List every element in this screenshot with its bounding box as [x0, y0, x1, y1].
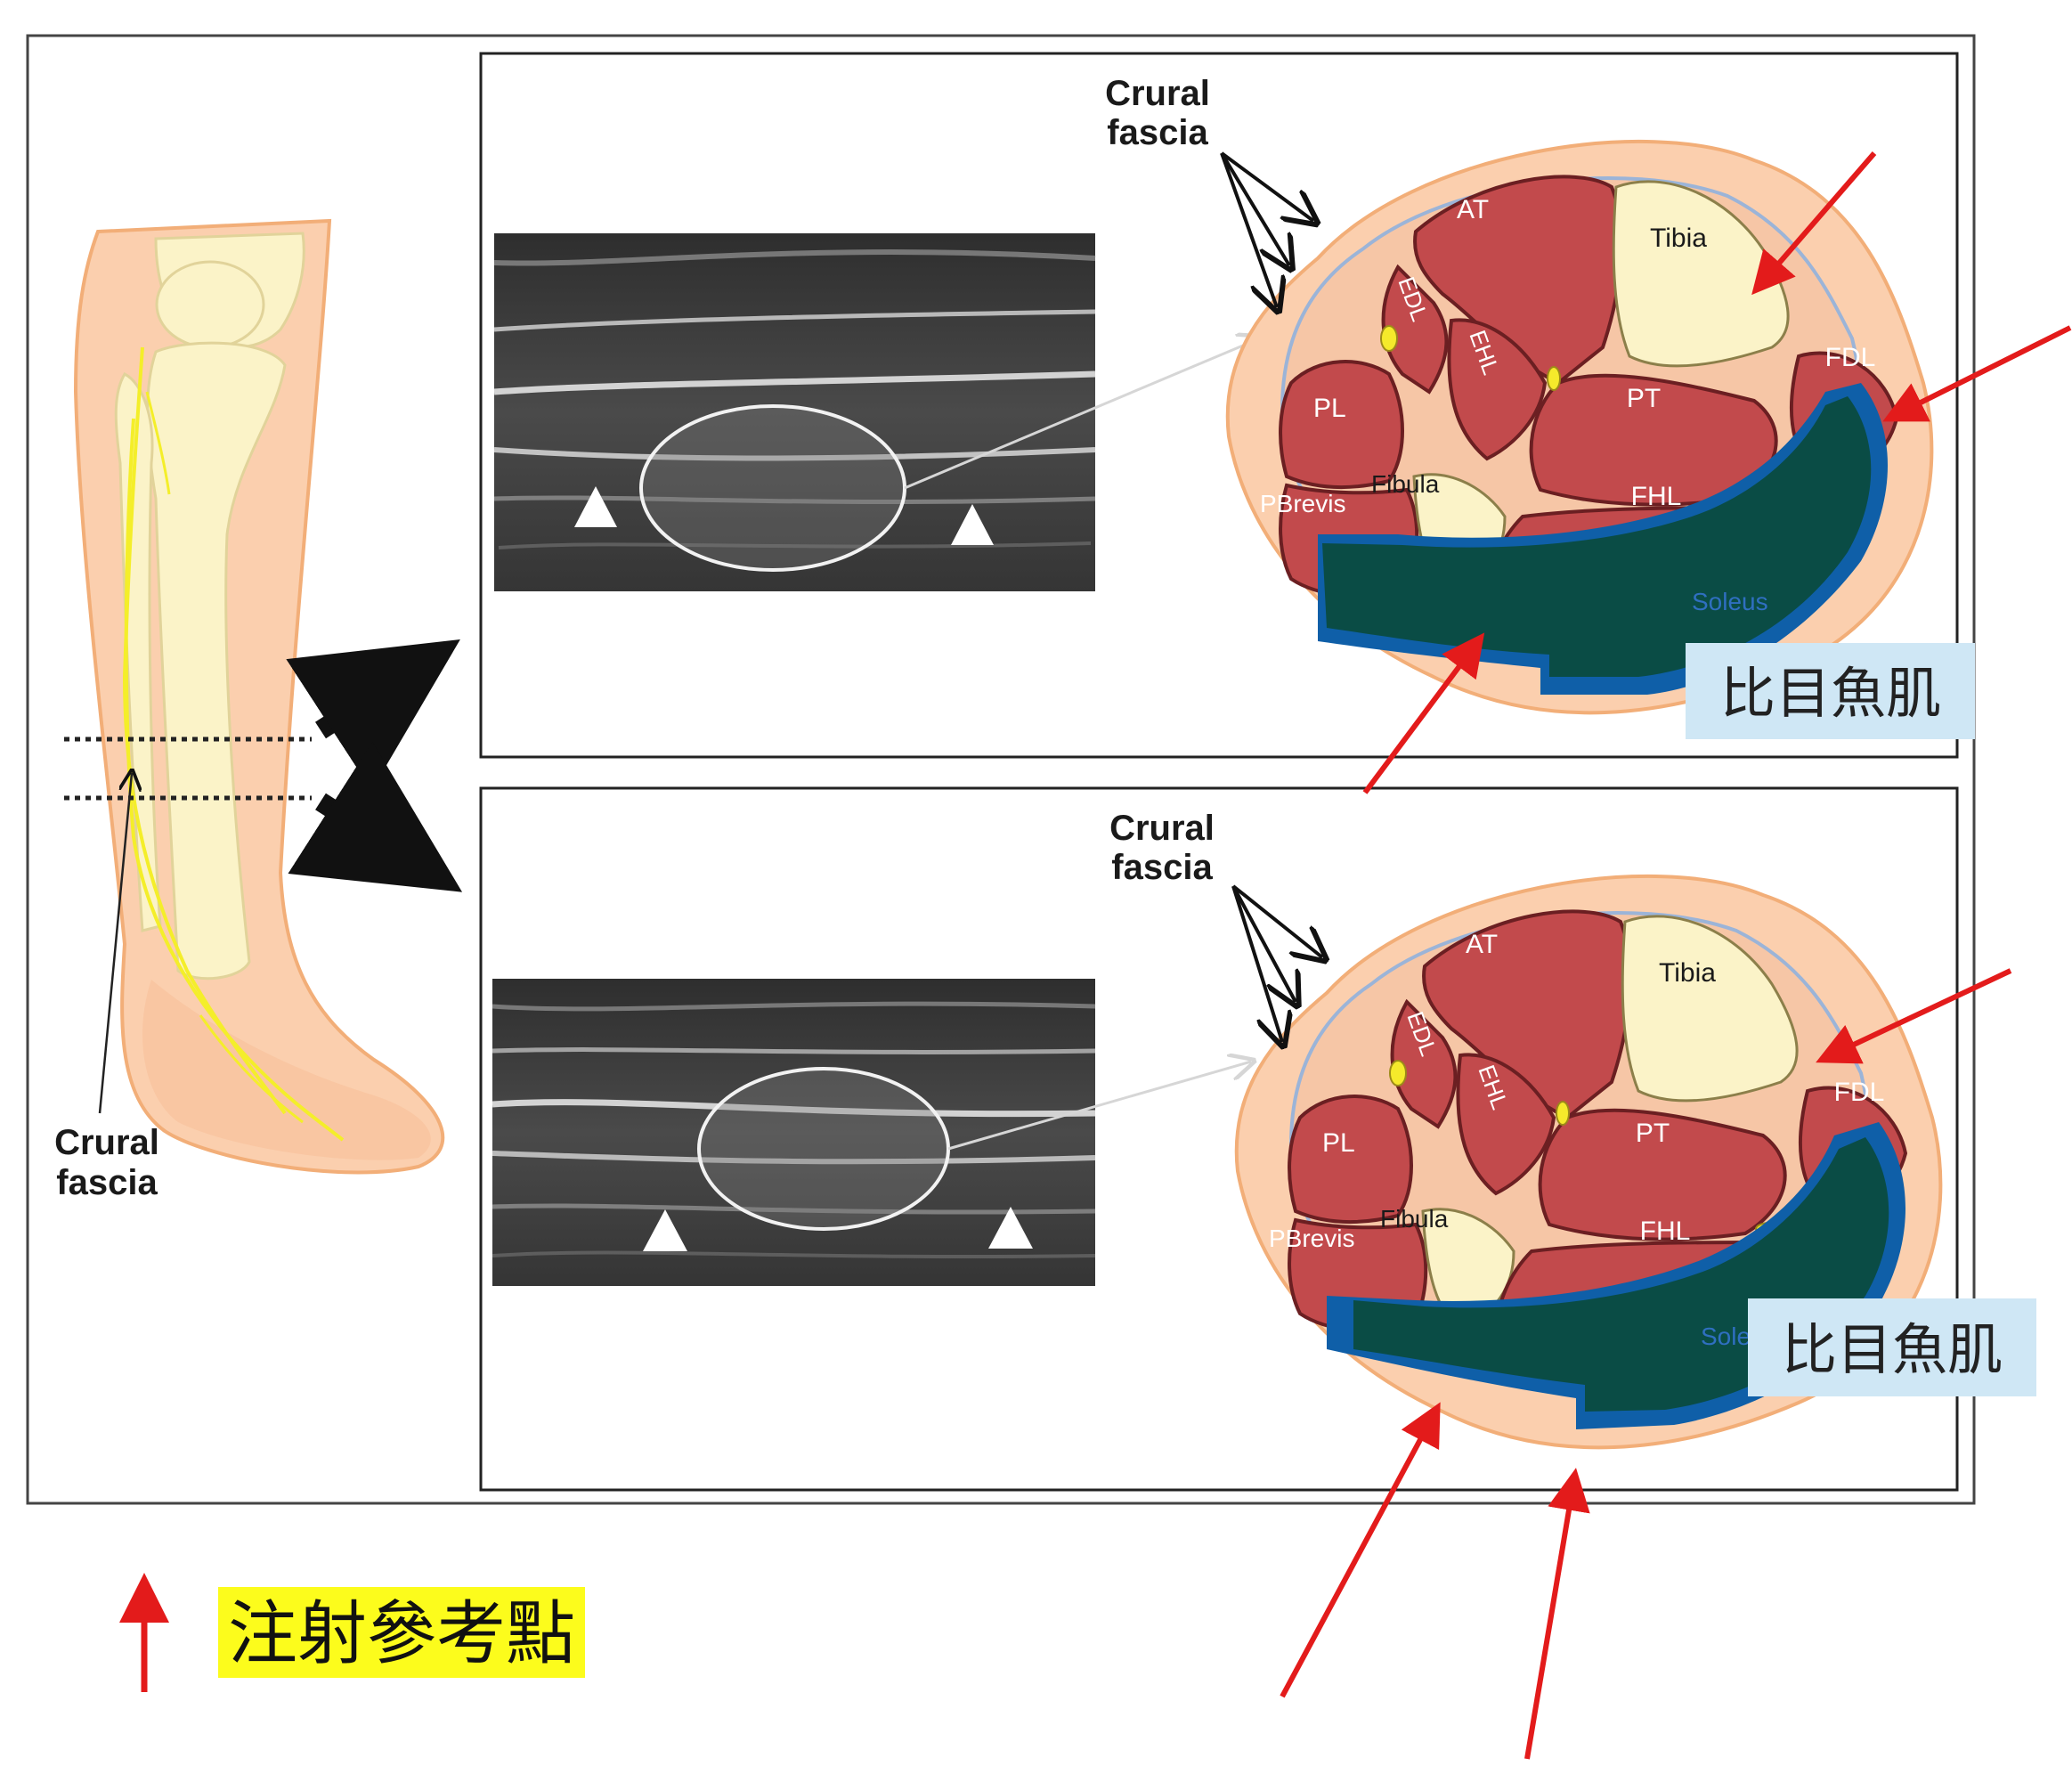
- muscle-fdl: FDL: [1825, 343, 1876, 372]
- leg-fascia-label-line1: Crural: [54, 1123, 159, 1162]
- muscle-fhl-lower: FHL: [1640, 1217, 1691, 1246]
- muscle-fdl-lower: FDL: [1834, 1078, 1885, 1107]
- legend-injection-reference: 注射參考點: [228, 1594, 575, 1674]
- triangle-marker-left: [574, 486, 617, 527]
- muscle-pt-lower: PT: [1636, 1119, 1670, 1148]
- upper-fascia-label-line1: Crural: [1105, 74, 1210, 113]
- ultrasound-image-upper: [493, 233, 1096, 591]
- soleus-zh-box-upper: [1686, 643, 1975, 739]
- muscle-at: AT: [1457, 195, 1489, 224]
- outer-frame: [26, 34, 1976, 1505]
- red-arrow-4: [1816, 968, 2012, 1064]
- muscle-pl: PL: [1313, 394, 1346, 423]
- red-arrow-6: [1524, 1468, 1590, 1760]
- muscle-at-lower: AT: [1466, 930, 1498, 959]
- leg-illustration: Crural fascia: [54, 218, 445, 1202]
- triangle-marker-left-lower: [643, 1209, 687, 1251]
- bone-tibia-lower: Tibia: [1659, 958, 1716, 988]
- arrow-to-lower-panel: [288, 741, 463, 892]
- muscle-pbrevis: PBrevis: [1260, 490, 1345, 517]
- muscle-pt: PT: [1627, 384, 1661, 413]
- injection-arrows: [1280, 151, 2072, 1760]
- soleus-label: Soleus: [1692, 588, 1768, 615]
- legend: 注射參考點: [119, 1573, 585, 1692]
- lower-fascia-label-line1: Crural: [1109, 809, 1215, 848]
- legend-highlight: [218, 1587, 585, 1678]
- red-arrow-1: [1751, 151, 1877, 296]
- triangle-marker-right-lower: [988, 1207, 1033, 1249]
- upper-panel: Soleus AT Tibia EDL EHL FDL PL PT PBrevi…: [479, 52, 1975, 759]
- upper-fascia-label-line2: fascia: [1107, 113, 1208, 152]
- muscle-pl-lower: PL: [1322, 1128, 1355, 1158]
- lower-panel: Soleus AT Tibia EDL EHL FDL PL PT PBrevi…: [479, 786, 2036, 1492]
- bone-tibia: Tibia: [1650, 224, 1707, 253]
- red-arrow-5: [1280, 1402, 1441, 1698]
- cross-section-upper: Soleus AT Tibia EDL EHL FDL PL PT PBrevi…: [1225, 139, 1934, 715]
- arrow-to-upper-panel: [286, 639, 460, 791]
- bone-fibula-lower: Fibula: [1380, 1205, 1449, 1233]
- leg-fascia-label-line2: fascia: [56, 1163, 158, 1202]
- soleus-zh-box-lower: [1748, 1298, 2036, 1396]
- ultrasound-image-lower: [492, 979, 1096, 1286]
- red-arrow-2: [1882, 325, 2072, 422]
- red-arrow-3: [1362, 632, 1485, 794]
- soleus-zh-label-lower: 比目魚肌: [1782, 1317, 2003, 1382]
- triangle-marker-right: [951, 504, 994, 545]
- lower-fascia-label-line2: fascia: [1111, 848, 1213, 887]
- muscle-fhl: FHL: [1631, 482, 1682, 511]
- soleus-zh-label-upper: 比目魚肌: [1720, 661, 1941, 726]
- bone-fibula: Fibula: [1371, 470, 1440, 498]
- muscle-pbrevis-lower: PBrevis: [1269, 1225, 1354, 1252]
